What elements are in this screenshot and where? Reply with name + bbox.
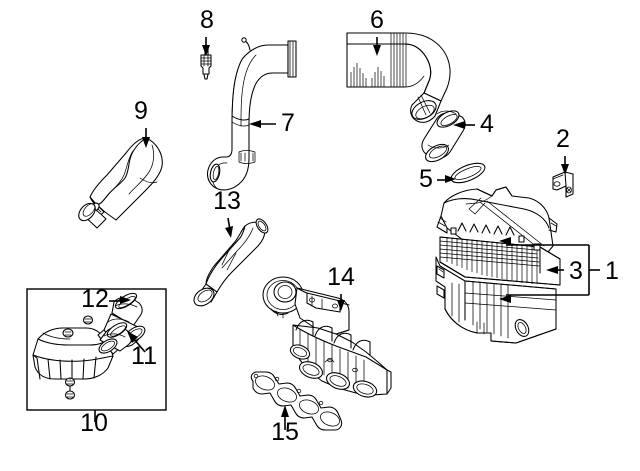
part-air-inlet-duct-lower — [78, 137, 163, 229]
part-seal-o-ring — [450, 162, 486, 184]
callout-label-8: 8 — [200, 6, 214, 34]
leader-2 — [561, 156, 569, 175]
callout-label-3: 3 — [569, 257, 583, 285]
callout-label-5: 5 — [419, 165, 433, 193]
leader-14 — [337, 294, 345, 311]
leader-9 — [142, 128, 150, 148]
callout-number-labels: 9 8 7 6 4 5 2 3 1 13 14 15 10 11 12 — [80, 6, 619, 446]
part-air-temperature-sensor — [200, 47, 212, 80]
leader-15 — [281, 405, 289, 430]
molded-marking — [238, 150, 256, 164]
callout-label-6: 6 — [370, 6, 384, 34]
part-air-cleaner-bracket — [552, 171, 574, 198]
leader-12 — [109, 296, 131, 304]
callout-label-11: 11 — [131, 342, 157, 370]
part-resonator-inlet-sleeve — [111, 292, 143, 327]
part-air-outlet-duct-hose — [207, 37, 297, 191]
part-air-inlet-sleeve-boot — [421, 110, 466, 163]
leader-13 — [225, 217, 233, 238]
leader-8 — [202, 37, 210, 56]
air-filter-element — [439, 222, 561, 286]
leader-1-3-bracket — [499, 237, 600, 303]
callout-label-2: 2 — [556, 125, 570, 153]
leader-5 — [437, 175, 456, 183]
leader-4 — [453, 121, 475, 129]
leader-6 — [373, 37, 381, 56]
callout-label-13: 13 — [213, 187, 241, 215]
filter-pleat-texture — [446, 238, 538, 284]
callout-label-7: 7 — [281, 109, 295, 137]
callout-label-10: 10 — [80, 409, 108, 437]
resonator-group-box — [26, 288, 167, 411]
callout-label-14: 14 — [327, 263, 355, 291]
air-cleaner-cover — [436, 186, 558, 253]
leader-7 — [249, 120, 276, 128]
duct-rib-texture — [350, 33, 407, 87]
callout-label-12: 12 — [81, 285, 109, 313]
callout-label-15: 15 — [271, 418, 299, 446]
air-cleaner-housing — [435, 256, 557, 344]
callout-label-9: 9 — [134, 97, 148, 125]
part-intake-manifold — [262, 276, 392, 398]
callout-label-4: 4 — [480, 110, 494, 138]
part-air-cleaner-assembly — [435, 186, 561, 344]
part-air-inlet-duct-upper — [346, 32, 451, 123]
callout-label-1: 1 — [605, 257, 619, 285]
part-intake-manifold-gasket — [250, 371, 343, 431]
leader-11 — [127, 331, 146, 353]
part-air-cleaner-inlet-duct — [193, 218, 269, 307]
